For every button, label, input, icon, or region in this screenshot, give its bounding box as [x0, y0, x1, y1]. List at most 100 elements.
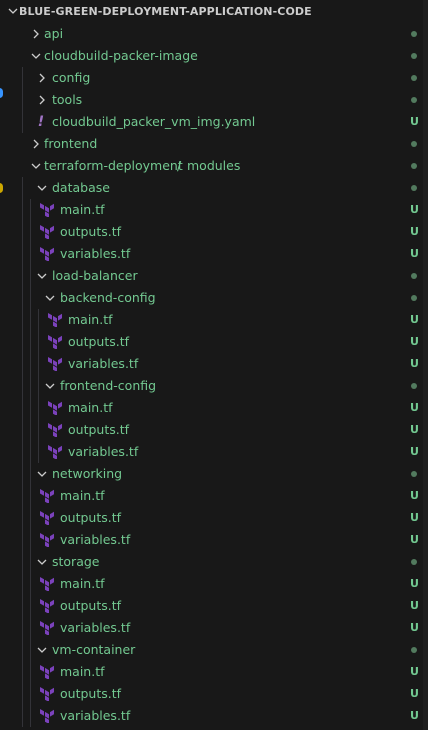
terraform-file-icon [48, 335, 62, 349]
folder-item-frontend-config[interactable]: frontend-config [0, 375, 428, 397]
untracked-badge: U [410, 445, 419, 458]
yaml-file-icon: ! [37, 114, 45, 130]
tree-item-label: variables.tf [60, 708, 131, 723]
chevron-down-icon [37, 647, 47, 653]
folder-item-backend-config[interactable]: backend-config [0, 287, 428, 309]
terraform-file-icon [48, 357, 62, 371]
chevron-down-icon [31, 53, 41, 59]
modified-dot-indicator [411, 141, 417, 147]
tree-item-label: vm-container [52, 642, 136, 657]
folder-item-config[interactable]: config [0, 67, 428, 89]
tree-item-label: networking [52, 466, 123, 481]
explorer-root-header[interactable]: BLUE-GREEN-DEPLOYMENT-APPLICATION-CODE [0, 0, 428, 24]
tree-item-label: config [52, 70, 91, 85]
activity-indicator-blue [0, 88, 3, 98]
chevron-right-icon [33, 139, 39, 149]
terraform-file-icon [40, 709, 54, 723]
indent-guide [22, 67, 23, 133]
modified-dot-indicator [411, 185, 417, 191]
tree-item-label: outputs.tf [60, 510, 122, 525]
chevron-down-icon [37, 471, 47, 477]
tree-item-label: variables.tf [68, 356, 139, 371]
folder-item-terraform-deployment[interactable]: terraform-deployment/modules [0, 155, 428, 177]
untracked-badge: U [410, 511, 419, 524]
file-item-outputs-tf[interactable]: outputs.tf U [0, 419, 428, 441]
tree-item-label: load-balancer [52, 268, 138, 283]
chevron-down-icon [37, 185, 47, 191]
folder-item-frontend[interactable]: frontend [0, 133, 428, 155]
tree-item-label: main.tf [68, 400, 113, 415]
chevron-down-icon [37, 559, 47, 565]
file-item-main-tf[interactable]: main.tf U [0, 397, 428, 419]
terraform-file-icon [40, 511, 54, 525]
file-item-variables-tf[interactable]: variables.tf U [0, 705, 428, 727]
untracked-badge: U [410, 599, 419, 612]
folder-item-database[interactable]: database [0, 177, 428, 199]
tree-item-label: main.tf [60, 488, 105, 503]
untracked-badge: U [410, 203, 419, 216]
modified-dot-indicator [411, 383, 417, 389]
scrollbar[interactable] [423, 0, 428, 730]
folder-item-api[interactable]: api [0, 23, 428, 45]
folder-item-storage[interactable]: storage [0, 551, 428, 573]
untracked-badge: U [410, 533, 419, 546]
file-item-outputs-tf[interactable]: outputs.tf U [0, 595, 428, 617]
file-item-main-tf[interactable]: main.tf U [0, 485, 428, 507]
folder-item-vm-container[interactable]: vm-container [0, 639, 428, 661]
tree-item-label: frontend-config [60, 378, 157, 393]
file-item-variables-tf[interactable]: variables.tf U [0, 353, 428, 375]
untracked-badge: U [410, 423, 419, 436]
chevron-down-icon [8, 8, 18, 14]
untracked-badge: U [410, 709, 419, 722]
indent-guide [30, 199, 31, 727]
tree-item-label: tools [52, 92, 83, 107]
tree-item-label: variables.tf [60, 246, 131, 261]
terraform-file-icon [40, 687, 54, 701]
tree-item-label-compact[interactable]: modules [187, 158, 241, 173]
untracked-badge: U [410, 489, 419, 502]
folder-item-load-balancer[interactable]: load-balancer [0, 265, 428, 287]
terraform-file-icon [40, 621, 54, 635]
terraform-file-icon [40, 533, 54, 547]
indent-guide [22, 177, 23, 727]
modified-dot-indicator [411, 559, 417, 565]
terraform-file-icon [40, 665, 54, 679]
untracked-badge: U [410, 621, 419, 634]
untracked-badge: U [410, 401, 419, 414]
untracked-badge: U [410, 115, 419, 128]
chevron-right-icon [33, 29, 39, 39]
folder-item-cloudbuild-packer-image[interactable]: cloudbuild-packer-image [0, 45, 428, 67]
untracked-badge: U [410, 357, 419, 370]
modified-dot-indicator [411, 273, 417, 279]
tree-item-label: outputs.tf [60, 598, 122, 613]
terraform-file-icon [48, 423, 62, 437]
tree-item-label: backend-config [60, 290, 156, 305]
modified-dot-indicator [411, 163, 417, 169]
terraform-file-icon [40, 577, 54, 591]
chevron-down-icon [45, 383, 55, 389]
untracked-badge: U [410, 665, 419, 678]
tree-item-label: database [52, 180, 110, 195]
folder-item-tools[interactable]: tools [0, 89, 428, 111]
folder-item-networking[interactable]: networking [0, 463, 428, 485]
tree-item-label: frontend [44, 136, 98, 151]
file-item-outputs-tf[interactable]: outputs.tf U [0, 507, 428, 529]
tree-item-label: cloudbuild-packer-image [44, 48, 198, 63]
path-separator: / [177, 158, 182, 173]
chevron-right-icon [39, 73, 45, 83]
activity-indicator-yellow [0, 183, 3, 193]
tree-item-label: outputs.tf [68, 422, 130, 437]
chevron-down-icon [37, 273, 47, 279]
